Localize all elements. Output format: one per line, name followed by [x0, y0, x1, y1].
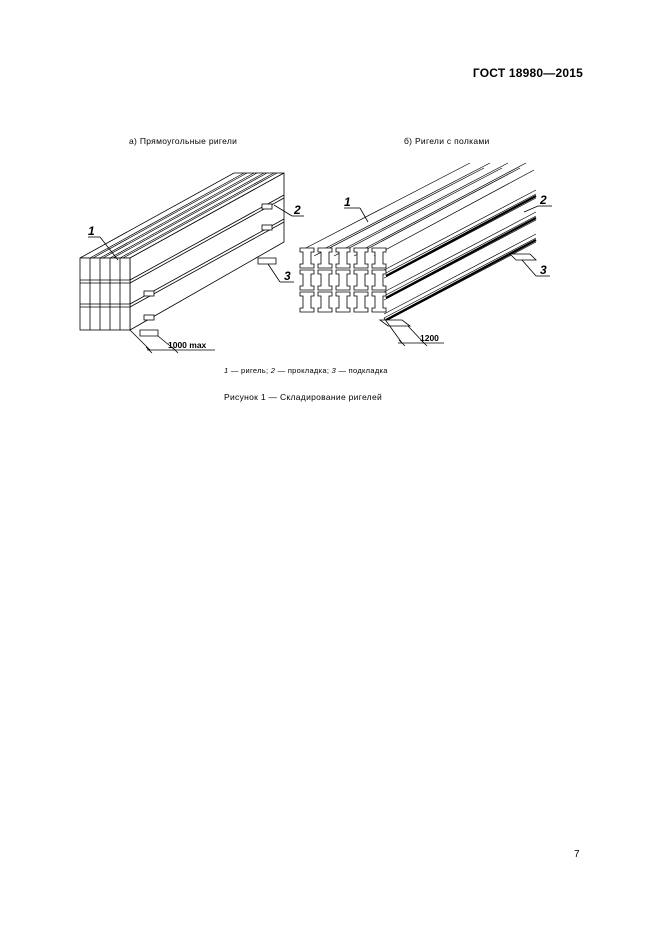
- legend-text-1: — ригель;: [228, 366, 271, 375]
- page-number: 7: [574, 849, 580, 860]
- flanged-beam-shading: [385, 195, 537, 321]
- callout-b-2: 2: [539, 193, 547, 207]
- callout-b-1: 1: [344, 195, 351, 209]
- caption-flanged-beams: б) Ригели с полками: [404, 136, 490, 146]
- figure-legend: 1 — ригель; 2 — прокладка; 3 — подкладка: [224, 366, 388, 375]
- top-beam-lines: [89, 172, 278, 259]
- flanged-beam-bodies: [301, 162, 537, 323]
- leaders-a: [88, 204, 304, 283]
- side-layer-lines: [129, 194, 285, 308]
- dimension-label-a: 1000 max: [168, 340, 207, 350]
- support-blocks: [139, 257, 277, 337]
- legend-num-1: 1: [224, 366, 229, 375]
- dimension-a: [129, 329, 215, 354]
- legend-num-3: 3: [331, 366, 337, 375]
- legend-text-3: — подкладка: [336, 366, 388, 375]
- spacer-pads: [143, 203, 273, 321]
- legend-num-2: 2: [270, 366, 276, 375]
- figure-title: Рисунок 1 — Складирование ригелей: [224, 392, 383, 402]
- flanged-beam-stack: [299, 162, 552, 347]
- callout-a-2: 2: [293, 203, 301, 217]
- callout-a-3: 3: [284, 269, 291, 283]
- callout-a-1: 1: [88, 224, 95, 238]
- dimension-b: [383, 317, 444, 347]
- rectangular-beam-stack: [79, 172, 304, 354]
- caption-rectangular-beams: а) Прямоугольные ригели: [129, 136, 238, 146]
- legend-text-2: — прокладка;: [275, 366, 332, 375]
- callout-b-3: 3: [540, 263, 547, 277]
- leaders-b: [344, 205, 552, 277]
- support-blocks-b: [378, 253, 537, 327]
- dimension-label-b: 1200: [420, 333, 439, 343]
- beam-end-grid: [80, 258, 130, 330]
- document-code: ГОСТ 18980—2015: [472, 66, 583, 80]
- flanged-beam-ends: [299, 247, 387, 313]
